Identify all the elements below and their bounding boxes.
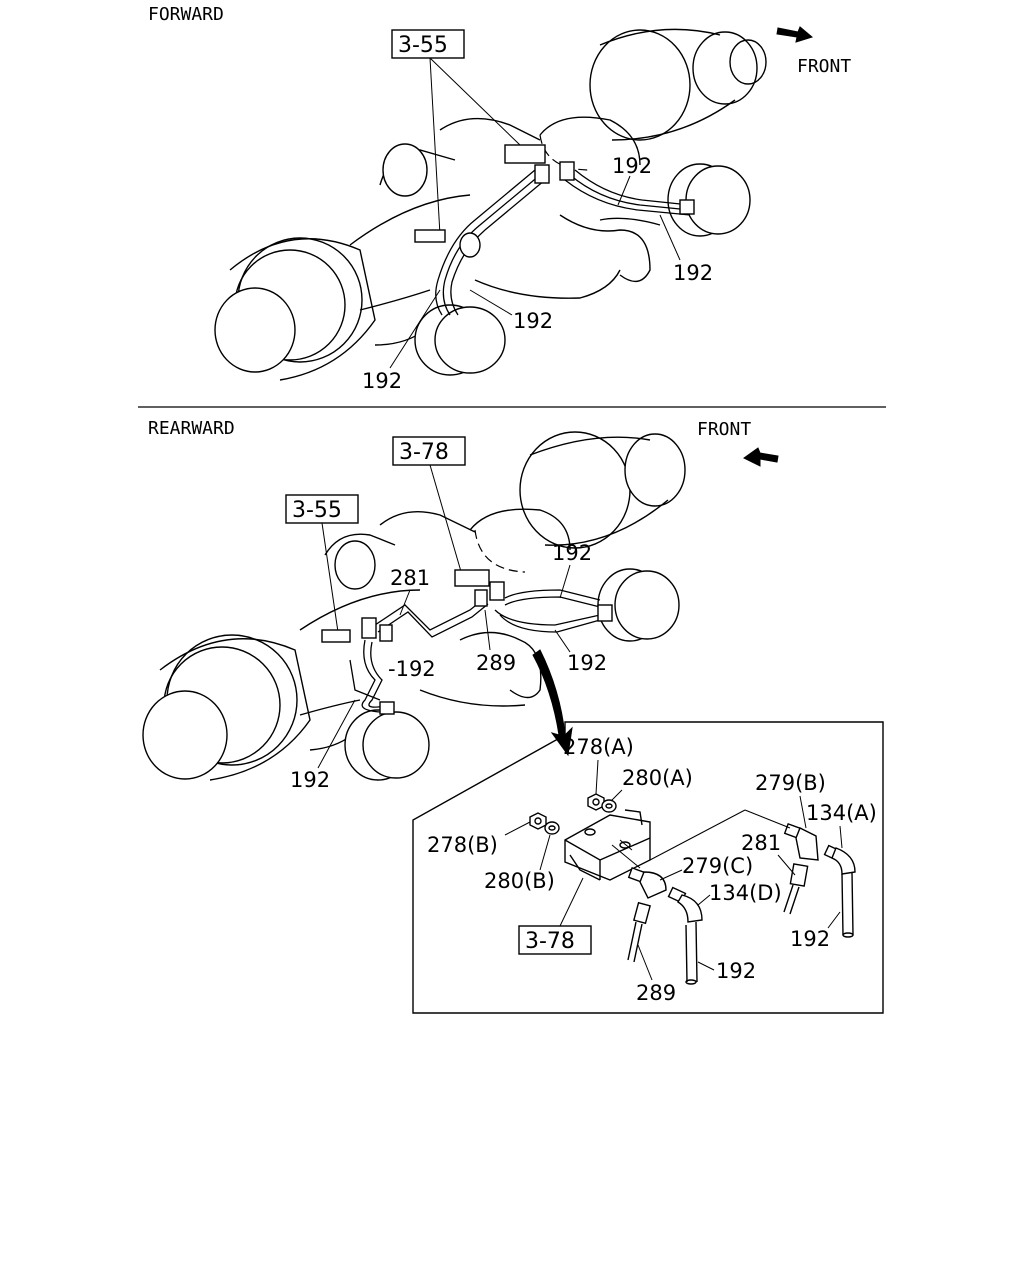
label-289: 289 <box>636 981 676 1005</box>
label-134d: 134(D) <box>709 881 782 905</box>
forward-callout-192: 192 <box>612 154 652 178</box>
elbow-134a <box>823 844 856 938</box>
label-278a: 278(A) <box>563 735 634 759</box>
nut-278b <box>529 812 547 830</box>
detail-ref-box <box>518 925 592 955</box>
rearward-axle <box>142 431 686 781</box>
rearward-callout-192: 192 <box>552 541 592 565</box>
label-279b: 279(B) <box>755 771 826 795</box>
rearward-ref-box-a-label: 3-78 <box>399 440 449 465</box>
label-280b: 280(B) <box>484 869 555 893</box>
forward-callout-192: 192 <box>513 309 553 333</box>
rearward-callout-192: 192 <box>567 651 607 675</box>
elbow-134d <box>667 886 703 985</box>
forward-ref-box <box>391 29 465 59</box>
label-134a: 134(A) <box>806 801 877 825</box>
arrow-left-down-icon <box>743 447 779 467</box>
rearward-ref-box-b <box>285 494 359 524</box>
arrow-right-down-icon <box>776 26 814 43</box>
label-192: 192 <box>716 959 756 983</box>
label-279c: 279(C) <box>682 854 753 878</box>
detail-inset: 3-78 278(A) 280(A) 279(B) 134(A) 278(B) … <box>412 721 884 1014</box>
union-279b <box>783 823 819 915</box>
label-281: 281 <box>741 831 781 855</box>
forward-brake-lines <box>435 161 695 316</box>
forward-callout-192: 192 <box>362 369 402 393</box>
rearward-callout-281: 281 <box>390 566 430 590</box>
rearward-ref-box-a <box>392 436 466 466</box>
label-280a: 280(A) <box>622 766 693 790</box>
forward-callout-192: 192 <box>673 261 713 285</box>
leader-line <box>429 57 521 146</box>
forward-section: FORWARD FRONT 3-55 <box>148 4 851 393</box>
label-192: 192 <box>790 927 830 951</box>
label-278b: 278(B) <box>427 833 498 857</box>
forward-title: FORWARD <box>148 4 224 25</box>
detail-frame <box>412 721 884 1014</box>
rearward-callout-289: 289 <box>476 651 516 675</box>
washer-280b <box>544 821 560 835</box>
forward-ref-box-label: 3-55 <box>398 33 448 58</box>
rearward-section: REARWARD FRONT 3-78 3-55 <box>142 418 779 792</box>
detail-ref-box-label: 3-78 <box>525 929 575 954</box>
union-279c <box>627 867 667 963</box>
forward-axle <box>214 28 767 381</box>
leader-line <box>429 57 441 236</box>
rearward-title: REARWARD <box>148 418 235 439</box>
rearward-front-label: FRONT <box>697 419 751 440</box>
washer-280a <box>601 799 617 813</box>
forward-front-label: FRONT <box>797 56 851 77</box>
rearward-callout-192: 192 <box>290 768 330 792</box>
rearward-brake-lines <box>349 581 613 715</box>
rearward-callout-192: -192 <box>388 657 436 681</box>
rearward-ref-box-b-label: 3-55 <box>292 498 342 523</box>
detail-pointer-arrow <box>532 649 573 757</box>
bracket-3-78 <box>564 809 651 881</box>
